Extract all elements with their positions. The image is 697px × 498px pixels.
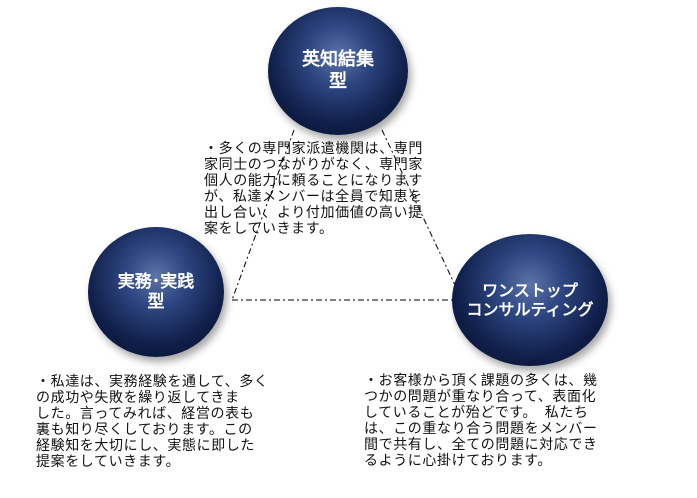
- node-eichi-kesshu: 英知結集 型: [268, 7, 408, 135]
- node-jitsumu-jissen-label: 実務･実践 型: [117, 271, 195, 312]
- connector-top-right: [381, 129, 463, 301]
- connector-top-left: [231, 129, 295, 301]
- node-eichi-kesshu-label: 英知結集 型: [302, 49, 374, 92]
- description-eichi-kesshu: ・多くの専門家派遣機関は、専門 家同士のつながりがなく、専門家 個人の能力に頼る…: [204, 141, 423, 237]
- description-jitsumu-jissen: ・私達は、実務経験を通して、多く の成功や失敗を繰り返してきま した。言ってみれ…: [36, 374, 269, 470]
- node-one-stop-consulting: ワンストップ コンサルティング: [452, 234, 608, 366]
- node-jitsumu-jissen: 実務･実践 型: [88, 227, 224, 357]
- description-one-stop-consulting: ・お客様から頂く課題の多くは、幾 つかの問題が重なり合って、表面化 していること…: [364, 373, 598, 469]
- node-one-stop-consulting-label: ワンストップ コンサルティング: [466, 280, 594, 319]
